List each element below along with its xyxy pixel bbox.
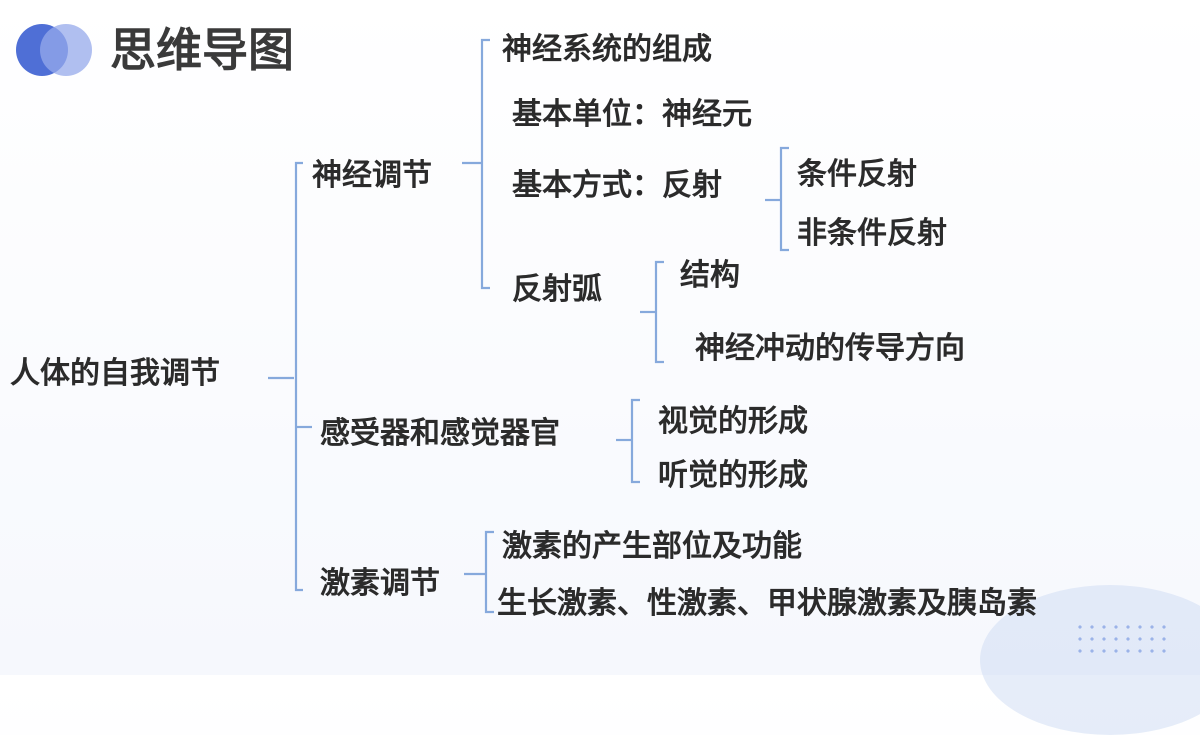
structure-node: 结构 xyxy=(680,258,740,293)
unit-node: 基本单位：神经元 xyxy=(512,97,752,132)
logo-circle-light xyxy=(40,24,92,76)
connector-lines xyxy=(268,38,789,614)
sense-bracket-spine xyxy=(630,398,640,484)
neural-bracket-spine xyxy=(480,38,490,290)
composition-node: 神经系统的组成 xyxy=(502,32,712,67)
mindmap-slide: 思维导图 人体的自我调节 神经调节 神经系统的组成 基本单位：神经元 基本方式：… xyxy=(10,23,1200,735)
reflex-bracket-spine xyxy=(779,146,789,252)
page-title: 思维导图 xyxy=(110,23,294,77)
unconditioned-reflex-node: 非条件反射 xyxy=(797,216,947,251)
reflex-arc-node: 反射弧 xyxy=(512,272,602,307)
impulse-direction-node: 神经冲动的传导方向 xyxy=(695,331,965,366)
mode-node: 基本方式：反射 xyxy=(512,168,722,203)
arc-bracket-spine xyxy=(654,260,664,364)
neural-node: 神经调节 xyxy=(312,158,432,193)
hormone-node: 激素调节 xyxy=(320,566,440,601)
root-bracket-spine xyxy=(294,161,303,592)
conditioned-reflex-node: 条件反射 xyxy=(797,157,917,192)
hearing-node: 听觉的形成 xyxy=(658,458,808,493)
dot-grid-decoration xyxy=(1074,621,1170,653)
root-node: 人体的自我调节 xyxy=(10,356,220,391)
hormone-origin-node: 激素的产生部位及功能 xyxy=(502,529,802,564)
sense-node: 感受器和感觉器官 xyxy=(320,416,560,451)
hormone-bracket-spine xyxy=(484,530,494,614)
vision-node: 视觉的形成 xyxy=(658,404,808,439)
hormone-types-node: 生长激素、性激素、甲状腺激素及胰岛素 xyxy=(497,586,1037,621)
